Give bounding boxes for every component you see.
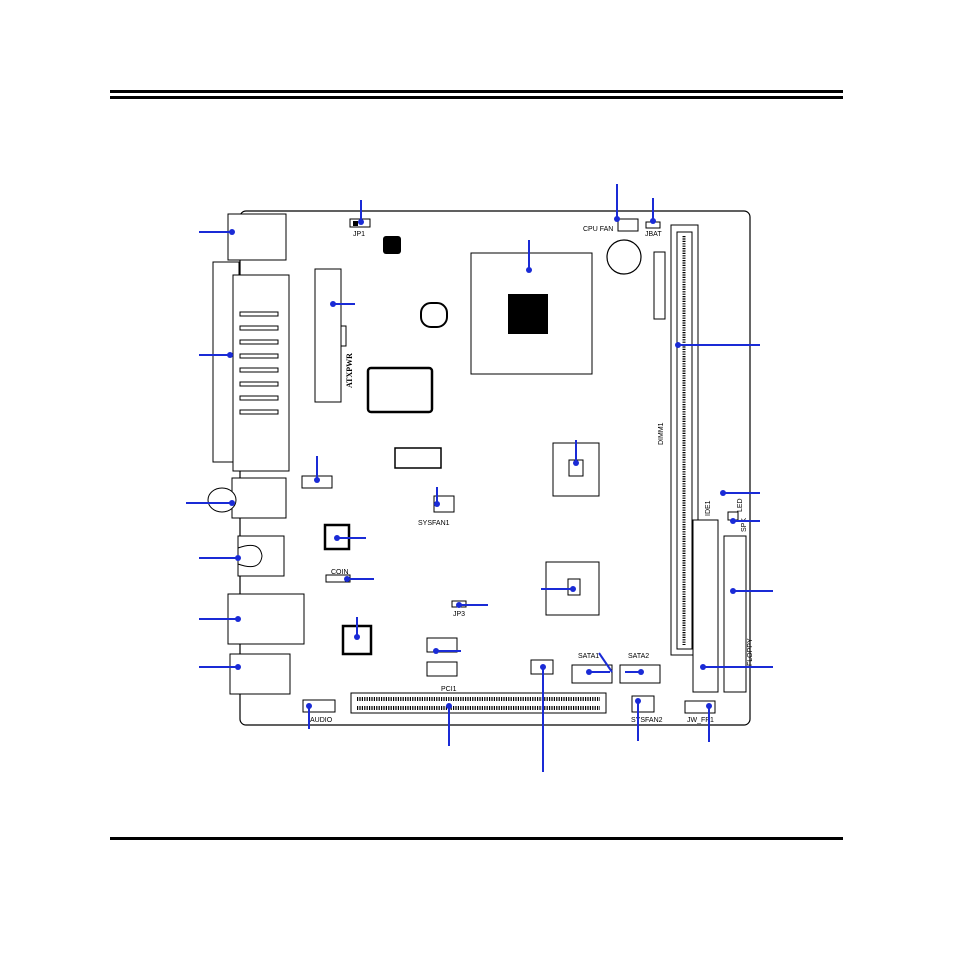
led-label: LED (737, 498, 744, 512)
sata1-label: SATA1 (578, 653, 599, 660)
dimm1-label: DIMM1 (658, 422, 665, 445)
cpu-fan-label: CPU FAN (583, 226, 613, 233)
coin-label: COIN (331, 569, 349, 576)
header-rule (110, 90, 843, 99)
sata1-connector (571, 664, 613, 684)
crystal-oscillator (420, 302, 448, 328)
jw-fp1-label: JW_FP1 (687, 717, 714, 724)
callout-lines (186, 184, 773, 772)
atxpwr-label: ATXPWR (345, 353, 354, 388)
cpu-fan-header (617, 218, 639, 232)
usb-header-2 (426, 637, 458, 653)
usb-header-3 (426, 661, 458, 677)
pci1-slot (350, 692, 607, 714)
super-io-chip (366, 366, 434, 414)
small-ic (383, 236, 401, 254)
floppy-connector (723, 535, 747, 693)
jp3-label: JP3 (453, 611, 465, 618)
bios-chip (394, 447, 442, 469)
cpu-socket (470, 252, 593, 375)
vertical-slot (653, 251, 666, 320)
audio-header (302, 699, 336, 713)
callout-dots (227, 216, 736, 709)
pci1-label: PCI1 (441, 686, 457, 693)
cmos-battery (606, 239, 642, 275)
ide1-label: IDE1 (705, 500, 712, 516)
rear-io-panel (207, 213, 305, 695)
audio-label: AUDIO (310, 717, 333, 724)
ide1-connector (692, 519, 719, 693)
sysfan1-label: SYSFAN1 (418, 520, 450, 527)
sata2-label: SATA2 (628, 653, 649, 660)
floppy-label: FLOPPY (747, 638, 754, 666)
sysfan2-header (631, 695, 655, 713)
atx-power-connector (314, 268, 347, 403)
jp1-label: JP1 (353, 231, 365, 238)
spk-label: SPK (741, 518, 748, 532)
footer-rule (110, 837, 843, 840)
jbat-label: JBAT (645, 231, 662, 238)
sysfan2-label: SYSFAN2 (631, 717, 663, 724)
